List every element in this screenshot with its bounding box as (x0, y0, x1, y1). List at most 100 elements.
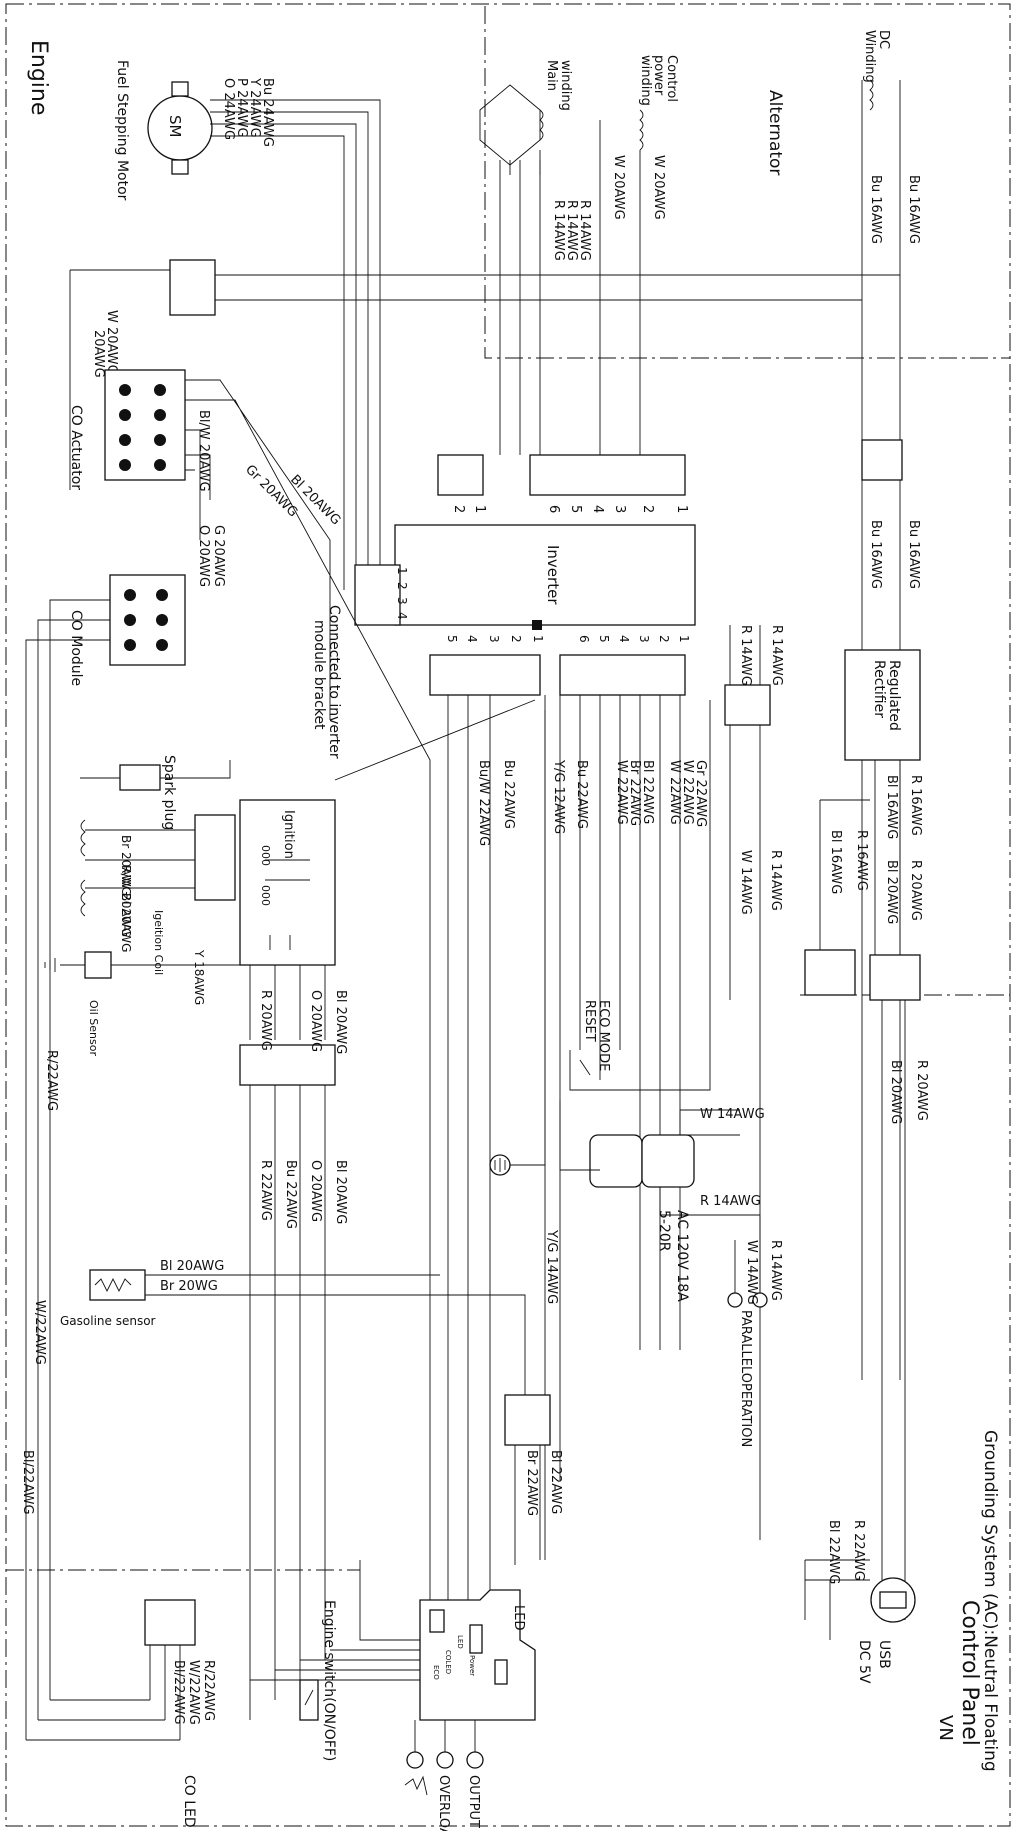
svg-text:DC 5V: DC 5V (856, 1640, 872, 1684)
svg-text:Bl 20AWG: Bl 20AWG (333, 990, 348, 1054)
svg-text:R/22AWG: R/22AWG (201, 1660, 216, 1721)
stepping-motor-symbol: SM (166, 115, 184, 137)
stepping-motor-label: Fuel Stepping Motor (114, 60, 130, 201)
section-alternator: Alternator (765, 90, 785, 175)
eco-mode-switch: ECO MODE RESET (569, 700, 711, 1091)
svg-text:5: 5 (568, 505, 583, 513)
svg-text:Bl/22AWG: Bl/22AWG (20, 1450, 35, 1515)
co-actuator: CO Actuator (68, 369, 186, 490)
svg-text:Main: Main (544, 60, 559, 91)
svg-text:1: 1 (531, 635, 545, 643)
svg-text:Gasoline sensor: Gasoline sensor (60, 1314, 156, 1328)
svg-text:R 14AWG: R 14AWG (577, 200, 592, 261)
svg-text:R 14AWG: R 14AWG (738, 625, 753, 686)
svg-text:W 22AWG: W 22AWG (614, 760, 629, 825)
svg-text:W 20AWG: W 20AWG (651, 155, 666, 220)
svg-text:AC 120V 18A: AC 120V 18A (674, 1210, 690, 1302)
control-power-winding: Control power winding (638, 55, 679, 151)
svg-text:2: 2 (640, 505, 655, 513)
svg-text:000: 000 (259, 885, 272, 906)
svg-text:Bu 16AWG: Bu 16AWG (868, 520, 883, 589)
svg-text:OVERLOAD: OVERLOAD (436, 1775, 451, 1831)
section-engine: Engine (26, 40, 51, 115)
svg-text:R 20AWG: R 20AWG (914, 1060, 929, 1121)
connector-2pin: 2 1 (437, 454, 487, 513)
svg-text:DC: DC (876, 30, 891, 49)
svg-text:power: power (651, 55, 666, 96)
svg-text:W/22AWG: W/22AWG (32, 1300, 47, 1365)
alternator-wires: R 14AWG R 14AWG R 14AWG W 20AWG W 20AWG … (499, 120, 921, 455)
svg-text:Oil Sensor: Oil Sensor (87, 1000, 100, 1056)
section-grounding: Grounding System (AC):Neutral Floating (980, 1430, 1000, 1772)
svg-text:3: 3 (487, 635, 501, 643)
section-control-panel: Control Panel (957, 1600, 982, 1746)
output-wires: R 14AWG W 14AWG (738, 850, 783, 915)
ignition-module: Ignition 000 000 (239, 799, 336, 966)
svg-text:winding: winding (558, 60, 573, 111)
svg-text:Control: Control (664, 55, 679, 102)
svg-text:RESET: RESET (582, 1000, 597, 1042)
svg-text:Bu 22AWG: Bu 22AWG (574, 760, 589, 829)
svg-text:R 20AWG: R 20AWG (908, 860, 923, 921)
svg-text:CO Actuator: CO Actuator (68, 405, 84, 490)
svg-text:1: 1 (472, 505, 487, 513)
spark-plug: Spark plug (80, 755, 231, 830)
co-long-wires: R/22AWG W/22AWG Bl/22AWG (20, 1050, 59, 1515)
svg-text:Y 18AWG: Y 18AWG (192, 949, 206, 1005)
diagram-frame (5, 3, 1011, 1827)
ac-outlet: W 14AWG R 14AWG AC 120V 18A 5-20R Y/G 14… (489, 710, 765, 1304)
svg-text:winding: winding (638, 55, 653, 106)
svg-text:Bu/W 22AWG: Bu/W 22AWG (476, 760, 491, 846)
svg-text:Y/G 14AWG: Y/G 14AWG (544, 1229, 559, 1304)
svg-text:Connected to inverter: Connected to inverter (326, 605, 342, 759)
svg-text:5: 5 (445, 635, 459, 643)
svg-text:Spark plug: Spark plug (161, 755, 177, 830)
svg-text:Y/G 12AWG: Y/G 12AWG (551, 759, 566, 834)
svg-text:W/22AWG: W/22AWG (186, 1660, 201, 1725)
svg-text:2: 2 (657, 635, 671, 643)
svg-text:Rectifier: Rectifier (871, 660, 887, 718)
svg-text:Br 22AWG: Br 22AWG (627, 760, 642, 826)
svg-text:Ignition: Ignition (281, 810, 296, 859)
svg-text:Bl 20AWG: Bl 20AWG (888, 1060, 903, 1124)
svg-text:Winding: Winding (862, 30, 877, 83)
svg-text:W 14AWG: W 14AWG (700, 1107, 765, 1122)
parallel-operation: R 14AWG W 14AWG PARALLELOPERATION (727, 1215, 783, 1447)
svg-text:000: 000 (259, 845, 272, 866)
svg-text:OUTPUT READY: OUTPUT READY (466, 1775, 481, 1831)
svg-text:O 20AWG: O 20AWG (308, 1160, 323, 1222)
svg-text:Bl 22AWG: Bl 22AWG (548, 1450, 563, 1514)
svg-text:R 14AWG: R 14AWG (769, 625, 784, 686)
co-module: CO Module (25, 574, 186, 1740)
svg-text:Bl 16AWG: Bl 16AWG (884, 775, 899, 839)
svg-text:R 20AWG: R 20AWG (258, 990, 273, 1051)
svg-text:1: 1 (677, 635, 691, 643)
svg-text:2: 2 (395, 582, 409, 590)
svg-text:2: 2 (451, 505, 466, 513)
svg-text:Bu 16AWG: Bu 16AWG (868, 175, 883, 244)
inverter-bottom-connector-2: 5 4 3 2 1 (429, 635, 545, 696)
svg-text:1: 1 (674, 505, 689, 513)
svg-text:Gr 20AWG: Gr 20AWG (242, 462, 300, 520)
svg-text:module bracket: module bracket (311, 620, 327, 730)
svg-text:Bl 22AWG: Bl 22AWG (826, 1520, 841, 1584)
svg-text:Bu 22AWG: Bu 22AWG (501, 760, 516, 829)
svg-text:Bu 16AWG: Bu 16AWG (906, 520, 921, 589)
svg-text:Bl 20AWG: Bl 20AWG (287, 472, 343, 528)
svg-text:W 22AWG: W 22AWG (667, 760, 682, 825)
section-vn: VN (935, 1715, 956, 1741)
svg-text:R 22AWG: R 22AWG (851, 1520, 866, 1581)
svg-text:Br 20WG: Br 20WG (160, 1279, 218, 1294)
svg-text:R 16AWG: R 16AWG (908, 775, 923, 836)
svg-text:R 14AWG: R 14AWG (768, 1240, 783, 1301)
svg-text:Bl 16AWG: Bl 16AWG (828, 830, 843, 894)
svg-text:W 14AWG: W 14AWG (738, 850, 753, 915)
svg-text:6: 6 (577, 635, 591, 643)
svg-text:W 20AWG: W 20AWG (104, 310, 119, 375)
svg-text:Bu 24AWG: Bu 24AWG (260, 78, 275, 147)
oil-sensor: Y 18AWG Oil Sensor (44, 949, 240, 1056)
svg-text:Bl 20AWG: Bl 20AWG (333, 1160, 348, 1224)
actuator-wires: Bl 20AWG Gr 20AWG Bl/W 20AWG O 20AWG G 2… (185, 379, 431, 1600)
svg-text:ECO: ECO (432, 1665, 440, 1680)
